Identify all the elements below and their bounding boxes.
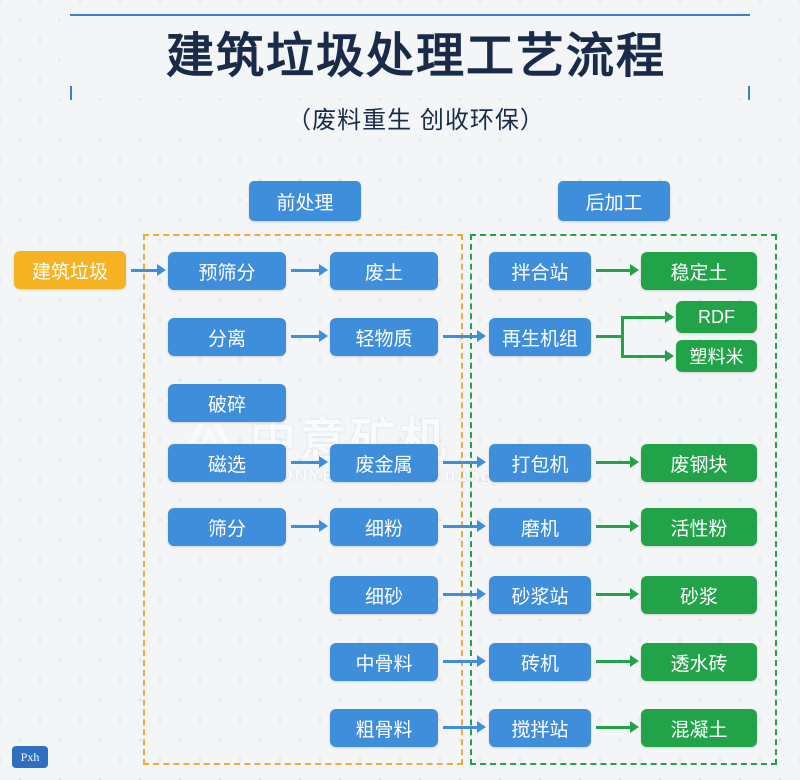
group-label-pre-processing[interactable]: 前处理 xyxy=(249,181,361,221)
arrowhead-icon xyxy=(630,588,639,600)
connector-medium-aggregate-to-brick-machine xyxy=(443,660,479,663)
connector-input-to-pre-screening xyxy=(131,269,159,272)
site-logo-badge: Pxh xyxy=(12,746,48,768)
arrowhead-icon xyxy=(630,520,639,532)
node-baler[interactable]: 打包机 xyxy=(489,444,591,482)
node-brick-machine[interactable]: 砖机 xyxy=(489,643,591,681)
group-label-post-processing[interactable]: 后加工 xyxy=(558,181,670,221)
connector-brick-machine-to-permeable-brick xyxy=(596,660,632,663)
node-active-powder[interactable]: 活性粉 xyxy=(641,508,757,546)
arrowhead-icon xyxy=(477,655,486,667)
page-title: 建筑垃圾处理工艺流程 xyxy=(60,16,772,86)
connector-recycling-unit-split-stem xyxy=(596,335,624,338)
arrowhead-icon xyxy=(665,311,674,323)
connector-grinding-mill-to-active-powder xyxy=(596,525,632,528)
arrowhead-icon xyxy=(319,330,328,342)
connector-fine-sand-to-mortar-station xyxy=(443,593,479,596)
node-concrete[interactable]: 混凝土 xyxy=(641,709,757,747)
arrowhead-icon xyxy=(630,264,639,276)
node-concrete-mixing-station[interactable]: 搅拌站 xyxy=(489,709,591,747)
connector-screening-to-fine-powder xyxy=(291,525,321,528)
connector-magnetic-separation-to-scrap-metal xyxy=(291,461,321,464)
page-subtitle: （废料重生 创收环保） xyxy=(60,100,772,135)
connector-recycling-unit-to-plastic-pellets xyxy=(621,355,667,358)
node-recycling-unit[interactable]: 再生机组 xyxy=(489,318,591,356)
node-mortar[interactable]: 砂浆 xyxy=(641,576,757,614)
arrowhead-icon xyxy=(319,456,328,468)
node-stabilized-soil[interactable]: 稳定土 xyxy=(641,252,757,290)
group-box-post-processing xyxy=(470,234,777,765)
node-scrap-steel-block[interactable]: 废钢块 xyxy=(641,444,757,482)
connector-scrap-metal-to-baler xyxy=(443,461,479,464)
arrowhead-icon xyxy=(477,330,486,342)
node-magnetic-separation[interactable]: 磁选 xyxy=(168,444,286,482)
node-mortar-station[interactable]: 砂浆站 xyxy=(489,576,591,614)
connector-concrete-station-to-concrete xyxy=(596,726,632,729)
node-fine-powder[interactable]: 细粉 xyxy=(330,508,438,546)
node-permeable-brick[interactable]: 透水砖 xyxy=(641,643,757,681)
node-separation[interactable]: 分离 xyxy=(168,318,286,356)
arrowhead-icon xyxy=(477,456,486,468)
arrowhead-icon xyxy=(630,721,639,733)
node-grinding-mill[interactable]: 磨机 xyxy=(489,508,591,546)
arrowhead-icon xyxy=(630,456,639,468)
connector-light-material-to-recycling-unit xyxy=(443,335,479,338)
connector-mixing-station-to-stabilized-soil xyxy=(596,269,632,272)
node-pre-screening[interactable]: 预筛分 xyxy=(168,252,286,290)
node-medium-aggregate[interactable]: 中骨料 xyxy=(330,643,438,681)
arrowhead-icon xyxy=(477,520,486,532)
arrowhead-icon xyxy=(319,264,328,276)
group-box-pre-processing xyxy=(143,234,463,765)
arrowhead-icon xyxy=(157,264,166,276)
connector-fine-powder-to-grinding-mill xyxy=(443,525,479,528)
node-plastic-pellets[interactable]: 塑料米 xyxy=(676,340,757,372)
connector-separation-to-light-material xyxy=(291,335,321,338)
node-mixing-station[interactable]: 拌合站 xyxy=(489,252,591,290)
arrowhead-icon xyxy=(477,721,486,733)
arrowhead-icon xyxy=(319,520,328,532)
node-rdf[interactable]: RDF xyxy=(676,301,757,333)
node-crushing[interactable]: 破碎 xyxy=(168,384,286,422)
connector-recycling-unit-to-rdf xyxy=(621,316,667,319)
arrowhead-icon xyxy=(665,350,674,362)
connector-mortar-station-to-mortar xyxy=(596,593,632,596)
node-waste-soil[interactable]: 废土 xyxy=(330,252,438,290)
node-screening[interactable]: 筛分 xyxy=(168,508,286,546)
connector-coarse-aggregate-to-concrete-station xyxy=(443,726,479,729)
arrowhead-icon xyxy=(477,588,486,600)
node-light-material[interactable]: 轻物质 xyxy=(330,318,438,356)
connector-recycling-unit-split-bar xyxy=(621,316,624,358)
node-scrap-metal[interactable]: 废金属 xyxy=(330,444,438,482)
arrowhead-icon xyxy=(630,655,639,667)
connector-pre-screening-to-waste-soil xyxy=(291,269,321,272)
connector-baler-to-scrap-steel-block xyxy=(596,461,632,464)
node-coarse-aggregate[interactable]: 粗骨料 xyxy=(330,709,438,747)
node-input-construction-waste[interactable]: 建筑垃圾 xyxy=(14,251,126,289)
node-fine-sand[interactable]: 细砂 xyxy=(330,576,438,614)
header: 建筑垃圾处理工艺流程 （废料重生 创收环保） xyxy=(0,0,800,145)
